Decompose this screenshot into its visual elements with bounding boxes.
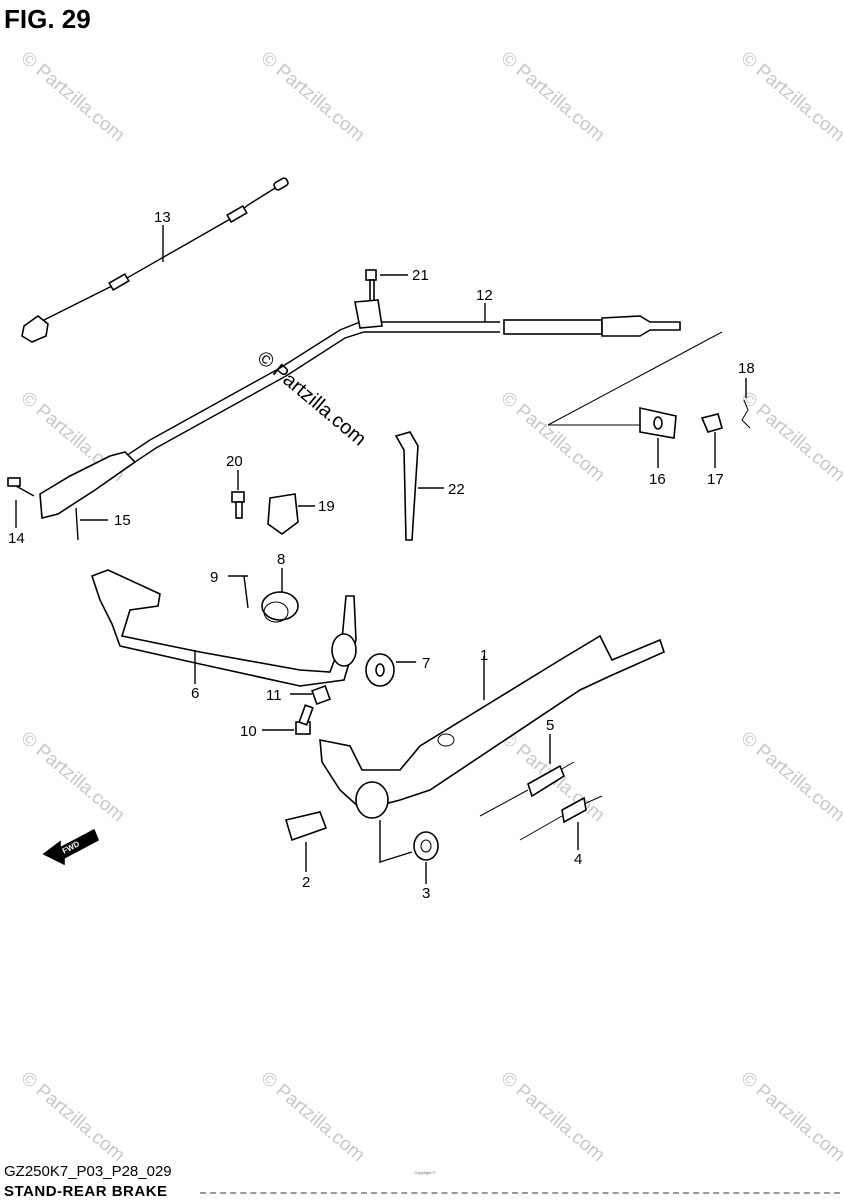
- callout-7: 7: [422, 655, 430, 672]
- watermark: © Partzilla.com: [257, 1068, 369, 1166]
- callout-8: 8: [277, 551, 285, 568]
- callout-19: 19: [318, 498, 335, 515]
- callout-13: 13: [154, 209, 171, 226]
- part-8-spring: [261, 568, 299, 623]
- part-6-brake-pedal: [90, 569, 357, 687]
- watermark: © Partzilla.com: [737, 48, 844, 146]
- figure-title: FIG. 29: [4, 4, 91, 34]
- watermark: © Partzilla.com: [17, 48, 129, 146]
- copyright-note: Copyright ©: [414, 1170, 436, 1175]
- part-16-cover: [639, 407, 677, 468]
- callout-17: 17: [707, 471, 724, 488]
- part-12-cable: [39, 303, 723, 520]
- model-code: GZ250K7_P03_P28_029: [4, 1163, 172, 1180]
- part-19-bracket: [267, 493, 315, 535]
- watermark: © Partzilla.com: [257, 48, 369, 146]
- callout-18: 18: [738, 360, 755, 377]
- watermark: © Partzilla.com: [497, 388, 609, 486]
- callout-6: 6: [191, 685, 199, 702]
- callout-15: 15: [114, 512, 131, 529]
- part-1-side-stand: [319, 634, 665, 819]
- part-15-cotter: [75, 507, 108, 541]
- part-17-nut: [700, 413, 723, 468]
- callout-11: 11: [266, 687, 282, 704]
- watermark-center: © Partzilla.com: [253, 347, 370, 450]
- part-9-pin: [228, 575, 249, 609]
- section-name: STAND-REAR BRAKE: [4, 1183, 168, 1200]
- callout-3: 3: [422, 885, 430, 902]
- callout-12: 12: [476, 287, 493, 304]
- callout-1: 1: [480, 647, 488, 664]
- callout-20: 20: [226, 453, 243, 470]
- part-10-bolt: [262, 704, 314, 735]
- part-20-bolt: [231, 470, 245, 519]
- callout-5: 5: [546, 717, 554, 734]
- callout-9: 9: [210, 569, 218, 586]
- watermark: © Partzilla.com: [737, 1068, 844, 1166]
- watermark: © Partzilla.com: [497, 48, 609, 146]
- part-3-collar: [379, 820, 439, 884]
- callout-14: 14: [8, 530, 25, 547]
- callout-4: 4: [574, 851, 582, 868]
- part-7-washer: [365, 653, 416, 687]
- footer-divider: [200, 1192, 840, 1194]
- fwd-arrow: FWD: [42, 828, 100, 866]
- part-11-nut: [290, 685, 331, 705]
- callout-labels: 1 2 3 4 5 6 7 8 9 10 11 12 13 14 15 16 1…: [8, 209, 755, 902]
- watermark: © Partzilla.com: [737, 728, 844, 826]
- part-4-spring: [519, 795, 603, 850]
- callout-22: 22: [448, 481, 465, 498]
- callout-10: 10: [240, 723, 257, 740]
- watermark: © Partzilla.com: [497, 1068, 609, 1166]
- part-5-spring: [479, 734, 575, 817]
- part-2-bolt: [284, 811, 328, 872]
- part-21-bolt: [354, 269, 408, 329]
- part-13-cable: [21, 177, 289, 343]
- callout-21: 21: [412, 267, 429, 284]
- watermark: © Partzilla.com: [17, 1068, 129, 1166]
- callout-16: 16: [649, 471, 666, 488]
- part-18-clip: [741, 378, 751, 429]
- part-14-pin: [7, 477, 35, 528]
- callout-2: 2: [302, 874, 310, 891]
- watermark: © Partzilla.com: [17, 728, 129, 826]
- part-22-clamp: [394, 431, 444, 541]
- watermark: © Partzilla.com: [737, 388, 844, 486]
